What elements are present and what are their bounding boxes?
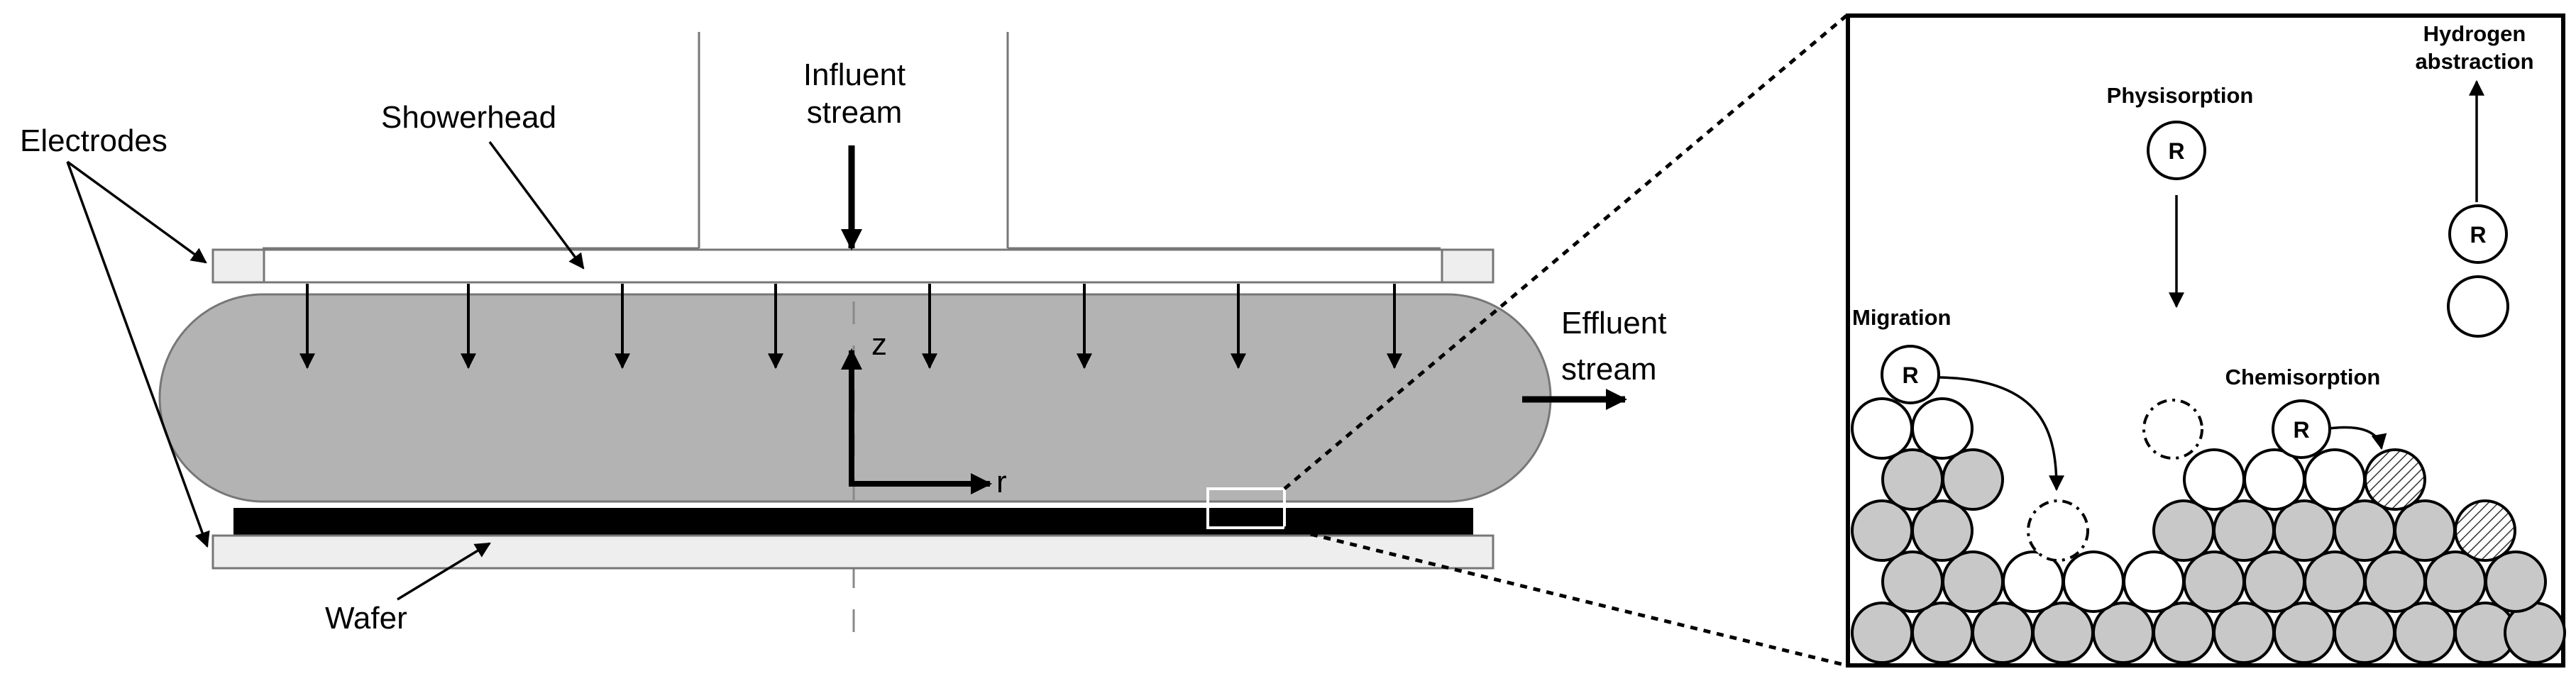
- migration-label: Migration: [1852, 305, 1952, 330]
- electrodes-leader-bottom: [66, 161, 210, 548]
- showerhead-label: Showerhead: [381, 100, 556, 135]
- bulk-atom: [2183, 550, 2245, 613]
- influent-label-line2: stream: [807, 95, 902, 130]
- bulk-atom: [1881, 448, 1944, 511]
- wafer-label: Wafer: [325, 601, 407, 636]
- electrodes-label: Electrodes: [20, 123, 167, 158]
- migrating-radical: [1881, 345, 1940, 404]
- bulk-atom: [2333, 602, 2396, 664]
- surface-atom: [2243, 448, 2306, 511]
- bulk-atom: [2152, 602, 2215, 664]
- chemisorption-arrow: [2328, 426, 2387, 450]
- radical-label: R: [1902, 362, 1918, 388]
- bulk-atom: [2364, 550, 2426, 613]
- surface-atom: [2123, 550, 2185, 613]
- vacant-site: [2142, 399, 2203, 460]
- bulk-atom: [1911, 602, 1974, 664]
- hydrogen-label-line2: abstraction: [2415, 49, 2533, 74]
- bulk-atom: [2394, 602, 2456, 664]
- zoom-region-box: [1206, 487, 1286, 529]
- radical-label: R: [2168, 138, 2184, 164]
- reactive-surface-atom: [2364, 448, 2426, 511]
- bulk-atom: [2243, 550, 2306, 613]
- bulk-atom: [1942, 550, 2004, 613]
- top-electrode-left-end: [211, 248, 265, 284]
- electrodes-leader-top: [66, 160, 207, 264]
- bulk-atom: [2303, 550, 2366, 613]
- bulk-atom: [2333, 499, 2396, 562]
- bulk-atom: [1851, 602, 1913, 664]
- bulk-atom: [2394, 499, 2456, 562]
- influent-label-line1: Influent: [803, 57, 906, 92]
- surface-atom: [2062, 550, 2125, 613]
- surface-atom: [2303, 448, 2366, 511]
- bulk-atom: [2032, 602, 2094, 664]
- bulk-atom: [2092, 602, 2154, 664]
- bulk-atom: [2424, 550, 2487, 613]
- showerhead-leader: [488, 140, 585, 270]
- surface-atom: [1911, 397, 1974, 460]
- bulk-atom: [2273, 499, 2335, 562]
- hydrogen-label-line1: Hydrogen: [2423, 21, 2526, 46]
- top-electrode-right-end: [1441, 248, 1495, 284]
- reactive-surface-atom: [2454, 499, 2516, 562]
- physisorbing-radical: [2147, 121, 2206, 180]
- migration-arrow: [1939, 376, 2064, 492]
- radical-label: R: [2470, 222, 2486, 248]
- top-electrode: [211, 248, 1495, 284]
- z-axis-label: z: [871, 327, 887, 362]
- surface-atom: [1851, 397, 1913, 460]
- wafer-leader: [397, 542, 491, 601]
- r-axis-label: r: [996, 465, 1007, 499]
- effluent-label-line2: stream: [1561, 352, 1656, 387]
- effluent-label-line1: Effluent: [1561, 306, 1666, 340]
- radical-label: R: [2293, 417, 2309, 443]
- surface-panel: Physisorption R Hydrogen abstraction R M…: [1846, 13, 2566, 668]
- leaving-surface-atom: [2447, 275, 2509, 338]
- bulk-atom: [2213, 499, 2275, 562]
- film-atoms: [1851, 397, 2566, 664]
- reactor-panel: Influent stream Effluent stream z r Elec…: [20, 32, 1666, 649]
- bulk-atom: [1971, 602, 2034, 664]
- surface-atom: [2183, 448, 2245, 511]
- wafer: [233, 508, 1473, 536]
- bulk-atom: [2484, 550, 2547, 613]
- bulk-atom: [1851, 499, 1913, 562]
- bottom-electrode: [211, 534, 1495, 570]
- abstracting-radical: [2448, 204, 2508, 264]
- bulk-atom: [2273, 602, 2335, 664]
- bulk-atom: [2213, 602, 2275, 664]
- bulk-atom: [2152, 499, 2215, 562]
- migration-destination: [2027, 499, 2089, 562]
- showerhead-flow-arrows: [299, 284, 1402, 370]
- zoom-line-top: [1283, 14, 1848, 490]
- bulk-atom: [1911, 499, 1974, 562]
- plasma-region: [158, 293, 1552, 503]
- chemisorption-label: Chemisorption: [2225, 365, 2381, 389]
- physisorption-label: Physisorption: [2107, 83, 2254, 108]
- bulk-atom: [1881, 550, 1944, 613]
- bulk-atom: [1942, 448, 2004, 511]
- zoom-line-bottom: [1284, 526, 1847, 668]
